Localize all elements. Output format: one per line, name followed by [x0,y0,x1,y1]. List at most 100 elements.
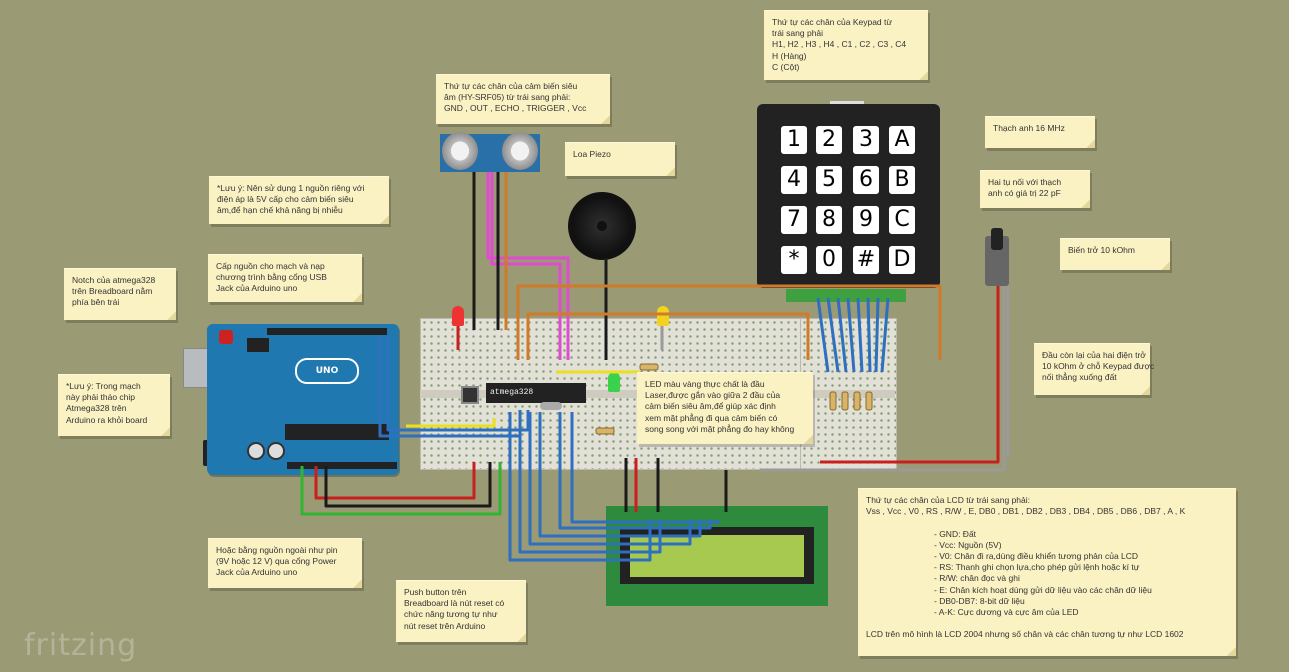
note-line: H (Hàng) [772,50,807,61]
note-line: Thứ tự các chân của cảm biến siêu [444,81,578,91]
wire [300,462,502,516]
keypad-key: C [889,206,915,234]
wire [816,297,830,373]
keypad-key: 7 [781,206,807,234]
green-led [608,372,620,392]
note-line: Biến trở 10 kOhm [1068,245,1135,255]
yellow-led [657,306,669,326]
crystal-oscillator [540,402,562,410]
note-line: anh có giá trị 22 pF [988,188,1061,199]
atmega328-chip: atmega328 [486,383,586,403]
note-line: *Lưu ý: Nên sử dụng 1 nguồn riêng với [217,183,365,193]
note-line: LCD trên mô hình là LCD 2004 nhưng số ch… [866,629,1184,640]
wire [856,297,864,373]
note-line: *Lưu ý: Trong mạch [66,381,141,391]
sensor-transducer-right [502,132,538,170]
note-line: - E: Chân kích hoạt dùng gửi dữ liệu vào… [934,584,1152,595]
note-line: Laser,được gắn vào giữa 2 đầu của [645,390,781,401]
keypad-key: 2 [816,126,842,154]
note-potentiometer: Biến trở 10 kOhm [1060,238,1170,270]
note-line [866,618,1230,629]
keypad-key: 5 [816,166,842,194]
resistor [865,391,873,411]
wire [826,297,840,373]
note-line: phía bên trái [72,297,120,308]
wire [558,412,712,530]
note-line: trái sang phải [772,28,824,39]
note-line: chương trình bằng cổng USB [216,272,327,283]
note-line: Jack của Arduino uno [216,283,298,294]
note-line: Hoặc bằng nguồn ngoài như pin [216,545,338,555]
arduino-reset-button [219,330,233,344]
note-line: nối thẳng xuống đất [1042,372,1117,383]
wire [324,462,492,508]
note-line: Thạch anh 16 MHz [993,123,1065,133]
wire [760,286,1006,472]
resistor [841,391,849,411]
arduino-uno-board: UNO [207,324,399,475]
keypad-key: 1 [781,126,807,154]
digital-header [267,328,387,335]
power-analog-header [287,462,397,469]
keypad-key: 9 [853,206,879,234]
note-line: chức năng tương tự như [404,609,498,620]
keypad-key: # [853,246,879,274]
keypad-key: 8 [816,206,842,234]
note-line: GND , OUT , ECHO , TRIGGER , Vcc [444,103,587,114]
resistor [595,427,615,435]
wire [314,462,476,500]
wire [490,172,562,360]
note-line: Push button trên [404,587,467,597]
resistor [853,391,861,411]
potentiometer-knob [991,228,1003,250]
wire [406,418,496,428]
arduino-chip-socket [285,424,389,440]
arduino-logo: UNO [295,358,359,384]
wire [866,297,872,373]
resistor [639,363,659,371]
note-line: - GND: Đất [934,528,977,539]
note-line: trên Breadboard nằm [72,286,153,297]
note-line: âm,để hạn chế khả năng bị nhiễu [217,205,343,216]
wire [486,172,570,360]
note-line: âm (HY-SRF05) từ trái sang phải: [444,92,571,103]
note-line: xem mặt phẳng đi qua cảm biến có [645,412,778,423]
note-line: - Vcc: Nguồn (5V) [934,539,1002,550]
note-line: Thứ tự các chân của Keypad từ [772,17,893,27]
note-line: Atmega328 trên [66,403,127,414]
ultrasonic-sensor [440,132,540,172]
note-lcd-pins: Thứ tự các chân của LCD từ trái sang phả… [858,488,1236,656]
keypad-key: 4 [781,166,807,194]
keypad-key: D [889,246,915,274]
icsp-header [247,338,269,352]
note-line: Notch của atmega328 [72,275,156,285]
keypad-key: 6 [853,166,879,194]
wire [836,297,848,373]
note-line: (9V hoặc 12 V) qua cổng Power [216,556,337,567]
keypad-key: A [889,126,915,154]
note-piezo: Loa Piezo [565,142,675,176]
wire [378,336,522,438]
wire [846,297,856,373]
note-line: điện áp là 5V cấp cho cảm biến siêu [217,194,354,205]
keypad-key: B [889,166,915,194]
wire [386,336,530,432]
wire [528,412,692,546]
note-line: - DB0-DB7: 8-bit dữ liệu [934,595,1025,606]
wire [880,297,890,373]
wire [820,286,1000,464]
capacitor [267,442,285,460]
note-line: Đầu còn lại của hai điện trở [1042,350,1146,360]
note-line: Vss , Vcc , V0 , RS , R/W , E, DB0 , DB1… [866,506,1186,517]
note-external-power: Hoặc bằng nguồn ngoài như pin(9V hoặc 12… [208,538,362,588]
